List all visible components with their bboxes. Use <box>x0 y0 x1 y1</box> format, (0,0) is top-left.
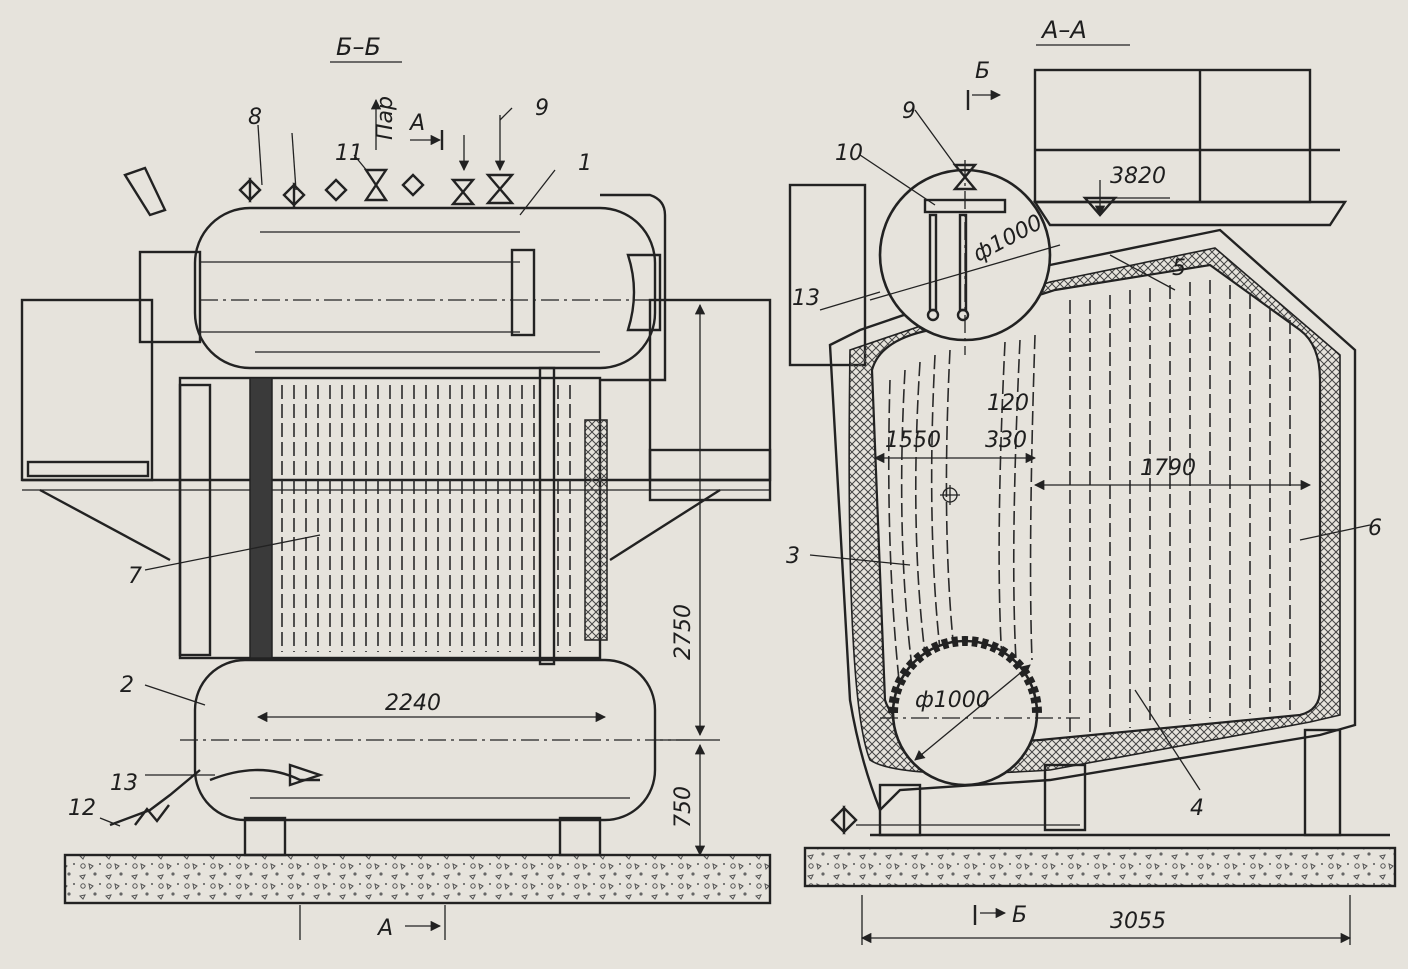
left-view: Б–Б Пар А А 1 2 7 8 9 11 12 13 2240 2750… <box>20 33 772 941</box>
upper-drum <box>193 206 657 370</box>
foundation-left <box>63 853 772 905</box>
cut-label-top-right: Б <box>975 59 990 84</box>
support <box>558 816 602 857</box>
foundation-right <box>803 846 1397 888</box>
dim-1790: 1790 <box>1140 456 1196 481</box>
section-label-bb: Б–Б <box>336 33 381 61</box>
bottom-drum <box>891 639 1039 787</box>
part-label-10: 10 <box>835 141 863 166</box>
top-valves <box>238 168 515 208</box>
support <box>243 816 287 857</box>
fuel-hopper <box>1033 68 1312 204</box>
part-label-7: 7 <box>128 564 142 589</box>
part-label-1: 1 <box>578 151 592 176</box>
cut-label-top: А <box>408 111 425 136</box>
part-label-3: 3 <box>786 544 800 569</box>
dim-length-2240: 2240 <box>385 691 441 716</box>
part-label-4: 4 <box>1190 796 1204 821</box>
dim-bottom-drum-diameter: ф1000 <box>915 688 990 713</box>
part-label-5: 5 <box>1172 256 1186 281</box>
part-label-8: 8 <box>248 105 262 130</box>
dim-offset-750: 750 <box>671 786 696 828</box>
boiler-setting <box>828 228 1357 813</box>
steam-label: Пар <box>373 96 398 140</box>
cut-label-bottom: А <box>376 916 393 941</box>
dim-total-3055: 3055 <box>1110 909 1166 934</box>
right-casing <box>648 298 772 502</box>
dim-330: 330 <box>985 428 1027 453</box>
part-label-13: 13 <box>110 771 138 796</box>
part-label-2: 2 <box>120 673 134 698</box>
part-label-13-right: 13 <box>792 286 820 311</box>
part-label-12: 12 <box>68 796 96 821</box>
cut-label-bottom-right: Б <box>1012 903 1027 928</box>
part-label-11: 11 <box>335 141 363 166</box>
dim-120: 120 <box>987 391 1029 416</box>
section-label-aa: А–А <box>1040 16 1087 44</box>
dim-height-2750: 2750 <box>671 604 696 660</box>
dim-1550: 1550 <box>885 428 941 453</box>
left-casing <box>20 298 154 482</box>
part-label-9-right: 9 <box>902 99 916 124</box>
part-label-6: 6 <box>1368 516 1382 541</box>
right-view: А–А Б Б 3 4 5 6 9 10 13 ф1000 ф1000 3820… <box>786 16 1397 945</box>
dim-elevation-3820: 3820 <box>1110 164 1166 189</box>
part-label-9: 9 <box>535 96 549 121</box>
